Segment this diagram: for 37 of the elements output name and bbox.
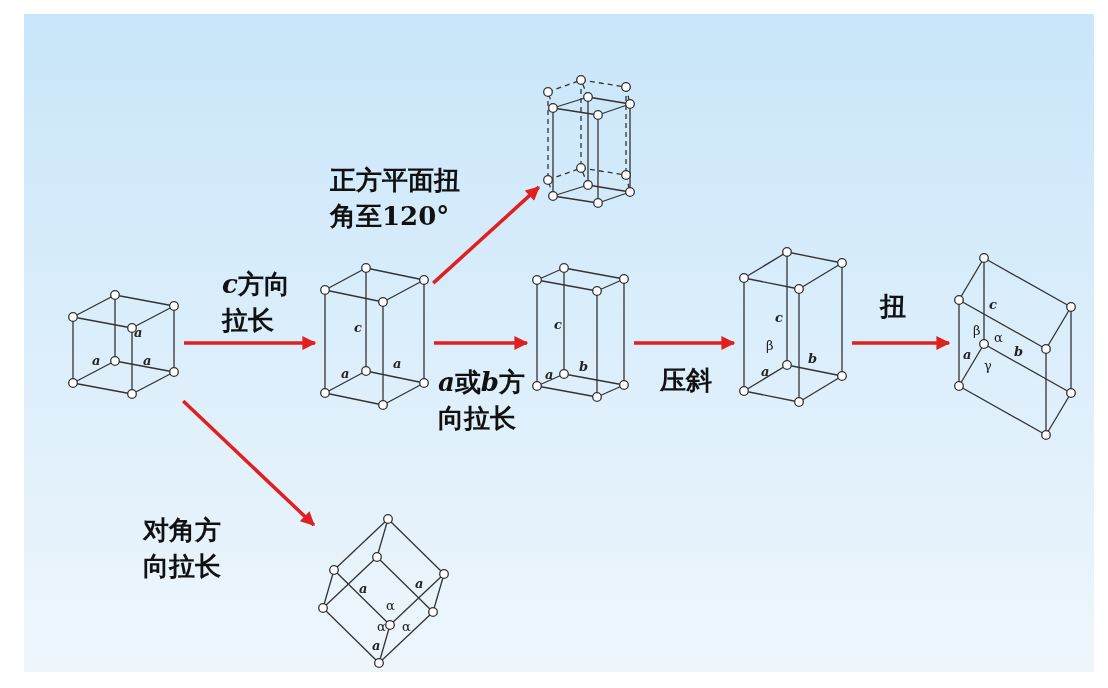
axis-label: b: [808, 352, 818, 366]
edge-label: 对角方向拉长: [143, 514, 222, 583]
axis-label: c: [989, 298, 997, 312]
axis-label: a: [372, 639, 381, 653]
arrow: [432, 185, 540, 285]
axis-label: c: [775, 311, 783, 325]
axis-label: a: [545, 368, 554, 382]
arrow: [184, 336, 317, 350]
edge-label: 压斜: [660, 364, 713, 397]
arrow: [434, 336, 529, 350]
axis-label: a: [134, 326, 143, 340]
angle-label: γ: [984, 359, 992, 373]
axis-label: a: [761, 365, 770, 379]
axis-label: a: [415, 577, 424, 591]
axis-label: a: [92, 354, 101, 368]
axis-label: a: [359, 582, 368, 596]
axis-label: c: [554, 318, 562, 332]
axis-label: c: [354, 321, 362, 335]
angle-label: β: [973, 324, 981, 338]
angle-label: α: [994, 331, 1003, 345]
axis-label: b: [579, 360, 589, 374]
edge-label: a或b方向拉长: [438, 366, 527, 435]
axis-label: a: [143, 354, 152, 368]
axis-label: a: [963, 348, 972, 362]
axis-label: b: [1014, 345, 1024, 359]
arrow: [852, 336, 951, 350]
edge-label: 扭: [880, 290, 907, 323]
axis-label: a: [341, 367, 350, 381]
angle-label: α: [377, 620, 386, 634]
angle-label: β: [766, 339, 774, 353]
arrow: [181, 399, 316, 527]
angle-label: α: [386, 599, 395, 613]
edge-label: c方向拉长: [222, 268, 291, 337]
arrow: [634, 336, 736, 350]
angle-label: α: [402, 620, 411, 634]
edge-label: 正方平面扭角至120°: [330, 164, 461, 233]
axis-label: a: [393, 357, 402, 371]
